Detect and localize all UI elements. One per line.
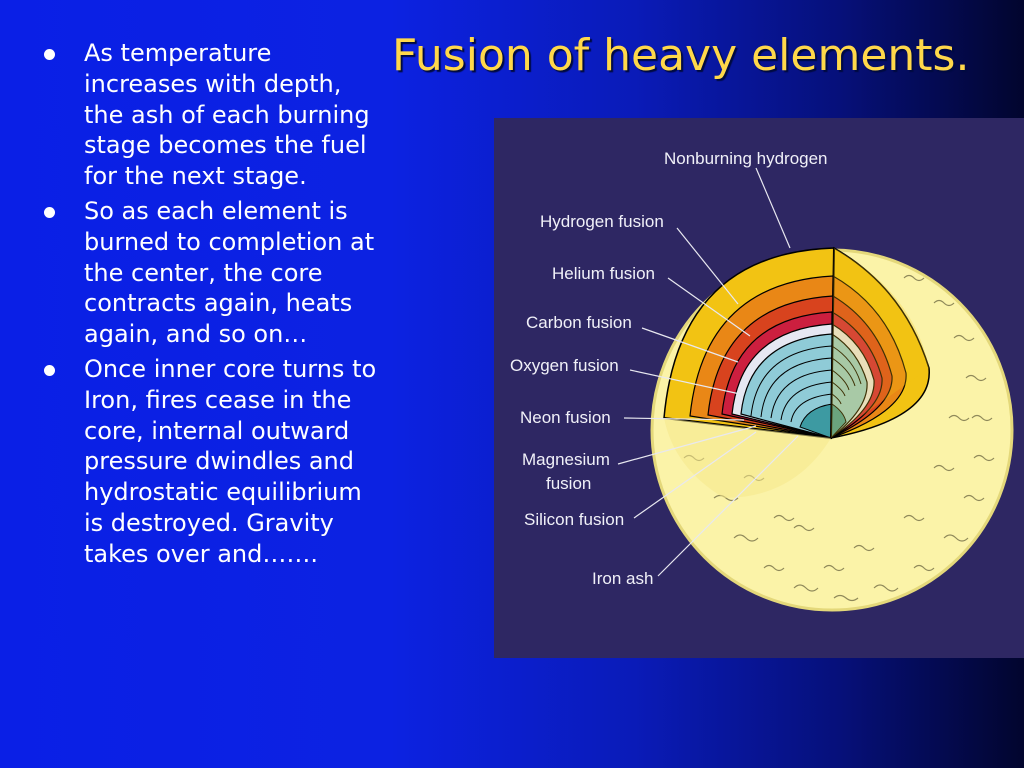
bullet-item: Once inner core turns to Iron, fires cea… [44, 354, 384, 570]
star-layers-svg: Nonburning hydrogen Hydrogen fusion Heli… [494, 118, 1024, 658]
label-neon-fusion: Neon fusion [520, 408, 611, 427]
label-hydrogen-fusion: Hydrogen fusion [540, 212, 664, 231]
label-carbon-fusion: Carbon fusion [526, 313, 632, 332]
label-nonburning-hydrogen: Nonburning hydrogen [664, 149, 828, 168]
bullet-dot-icon [44, 49, 55, 60]
bullet-dot-icon [44, 207, 55, 218]
label-magnesium-fusion-line2: fusion [546, 474, 591, 493]
slide-title: Fusion of heavy elements. [392, 28, 969, 84]
label-silicon-fusion: Silicon fusion [524, 510, 624, 529]
label-magnesium-fusion-line1: Magnesium [522, 450, 610, 469]
bullet-text: So as each element is burned to completi… [84, 197, 374, 348]
label-oxygen-fusion: Oxygen fusion [510, 356, 619, 375]
bullet-item: As temperature increases with depth, the… [44, 38, 384, 192]
label-iron-ash: Iron ash [592, 569, 653, 588]
bullet-dot-icon [44, 365, 55, 376]
bullet-list: As temperature increases with depth, the… [44, 38, 384, 574]
bullet-text: As temperature increases with depth, the… [84, 39, 370, 190]
bullet-text: Once inner core turns to Iron, fires cea… [84, 355, 376, 568]
bullet-item: So as each element is burned to completi… [44, 196, 384, 350]
label-helium-fusion: Helium fusion [552, 264, 655, 283]
star-layers-diagram: Nonburning hydrogen Hydrogen fusion Heli… [494, 118, 1024, 658]
